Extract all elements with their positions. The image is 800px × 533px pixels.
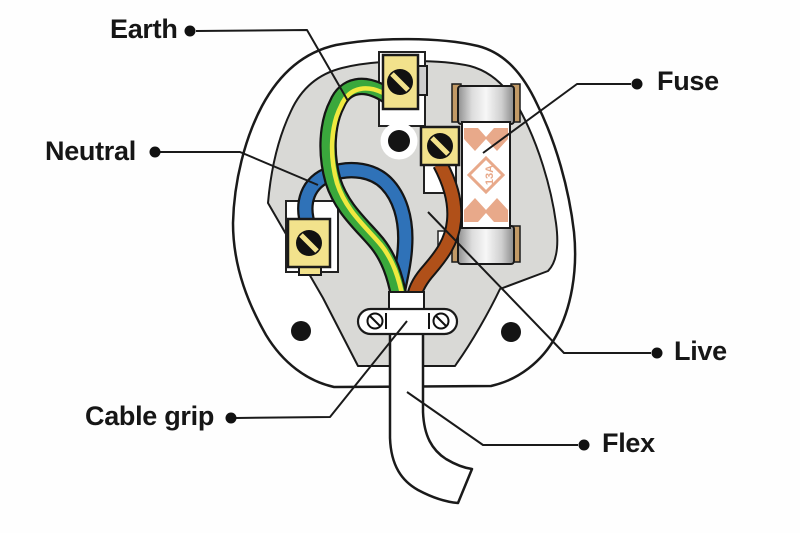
flex-cable: [388, 330, 474, 505]
fuse-cap-bottom: [457, 225, 515, 265]
terminal-screw-icon: [296, 230, 322, 256]
leader-flex: [406, 391, 578, 446]
label-live: Live: [674, 336, 727, 366]
center-screw: [380, 122, 418, 160]
label-flex: Flex: [602, 428, 655, 458]
earth-terminal-tab: [417, 65, 428, 96]
grip-screw-icon: [366, 312, 384, 330]
assembly-screw-dot: [501, 322, 521, 342]
earth-wire-stripe: [329, 86, 406, 300]
center-screw-dot: [388, 130, 410, 152]
label-neutral: Neutral: [45, 136, 136, 166]
leader-cable-grip: [235, 320, 408, 419]
fuse-diamond: [466, 155, 506, 195]
leader-dots: [149, 25, 663, 451]
neutral-terminal: [286, 217, 332, 276]
fuse-chevron-top-notch: [478, 128, 494, 137]
earth-terminal: [381, 53, 428, 111]
assembly-screw-dot: [291, 321, 311, 341]
fuse-chevron-bottom: [464, 198, 508, 222]
leader-lines: [160, 29, 651, 446]
leader-earth: [195, 29, 349, 102]
leader-fuse: [482, 83, 631, 154]
live-wire: [406, 160, 463, 299]
live-terminal: [419, 125, 461, 167]
fuse-chevron-top: [464, 128, 508, 151]
fuse-assembly: 13A: [451, 83, 521, 265]
fuse-rating-label: 13A: [484, 165, 496, 185]
fuse-chevron-bottom-notch: [478, 213, 494, 222]
neutral-wire: [297, 161, 414, 299]
label-fuse: Fuse: [657, 66, 719, 96]
terminal-screw-icon: [387, 69, 413, 95]
terminal-screw-icon: [427, 133, 453, 159]
fuse-cap-top: [457, 85, 515, 125]
label-earth: Earth: [110, 14, 178, 44]
grip-screw-icon: [432, 312, 450, 330]
leader-neutral: [160, 151, 319, 186]
leader-live: [427, 211, 651, 354]
earth-wire: [319, 77, 408, 300]
label-cable-grip: Cable grip: [85, 401, 215, 431]
